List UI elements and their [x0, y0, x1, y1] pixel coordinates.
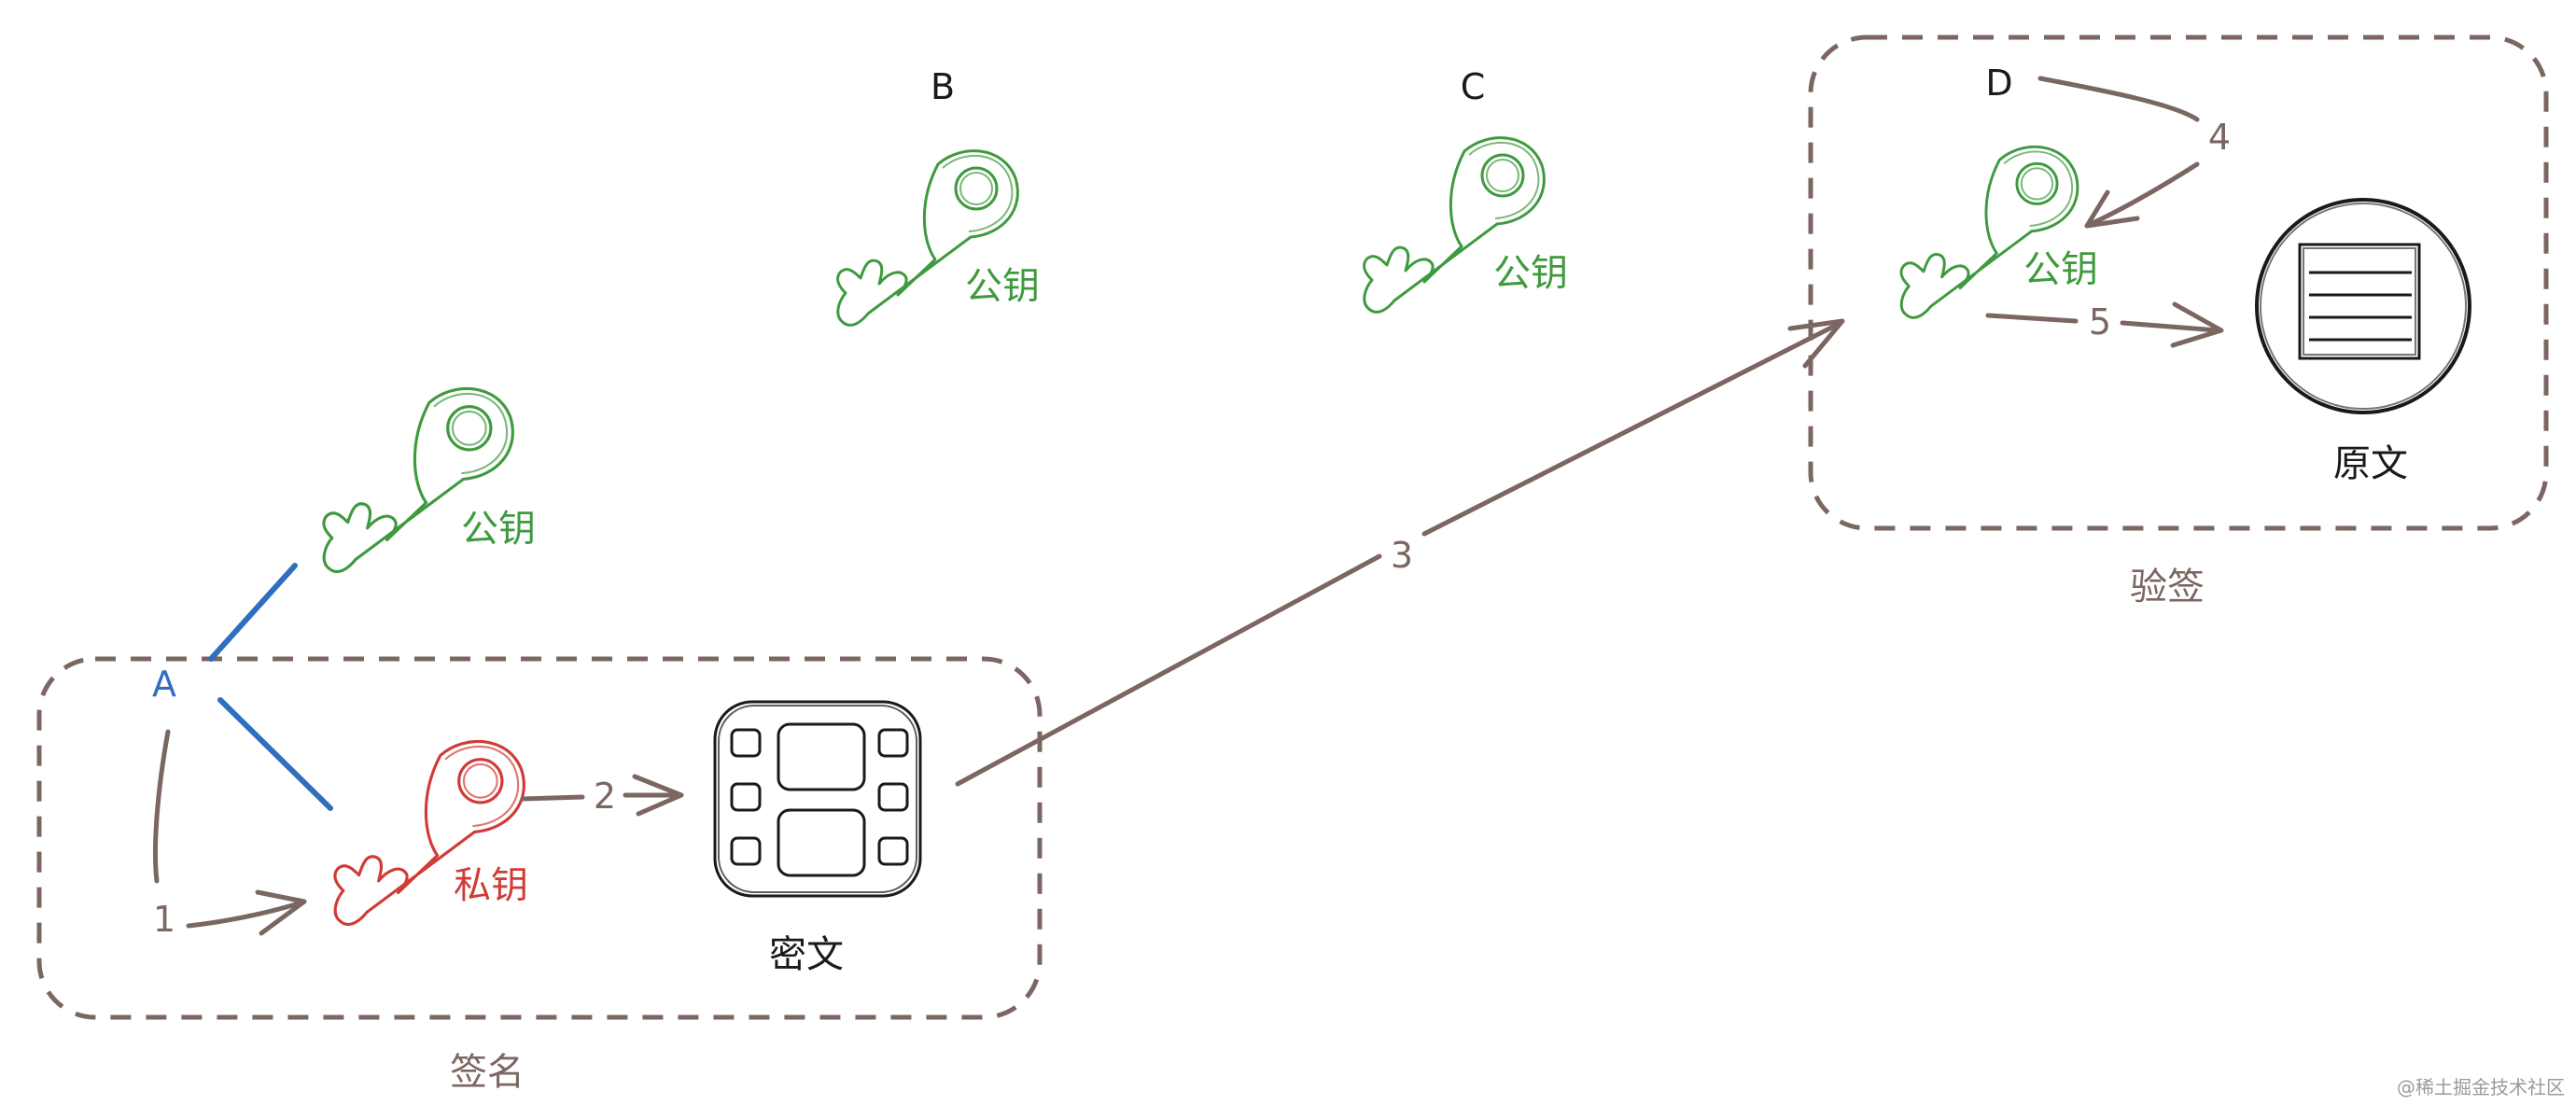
step-5-arrow-left: [1985, 313, 2079, 324]
step-1-arrow: [153, 729, 171, 884]
a-to-public-key-line: [208, 563, 298, 662]
a-public-key-label: 公钥: [461, 508, 536, 551]
sign-group-label: 签名: [450, 1051, 525, 1094]
c-public-key-label: 公钥: [1493, 252, 1568, 295]
step-3-label: 3: [1391, 535, 1413, 576]
step-4-arrowhead: [2084, 189, 2140, 229]
ciphertext-label: 密文: [769, 933, 844, 976]
step-2-arrowhead: [632, 774, 684, 817]
d-public-key-icon: [1899, 145, 2079, 319]
sign-group-box: [36, 656, 1043, 1020]
node-a-label: A: [152, 664, 176, 705]
plaintext-label: 原文: [2333, 442, 2408, 485]
node-d-label: D: [1985, 63, 2012, 104]
plaintext-document-icon: [2255, 198, 2471, 414]
step-2-arrow-left: [520, 794, 585, 802]
d-public-key-label: 公钥: [2023, 248, 2098, 291]
step-2-label: 2: [594, 776, 616, 817]
b-public-key-label: 公钥: [965, 265, 1040, 308]
node-b-label: B: [931, 66, 955, 107]
step-1-arrowhead: [255, 889, 307, 936]
verify-group-box: [1808, 35, 2549, 531]
watermark: @稀土掘金技术社区: [2397, 1076, 2565, 1098]
step-1-label: 1: [153, 899, 175, 940]
step-3-arrow-upper: [1421, 320, 1843, 537]
step-4-arrow-lower: [2088, 161, 2200, 227]
step-3-arrow-lower: [955, 553, 1382, 787]
step-3-arrowhead: [1787, 318, 1845, 369]
a-private-key-label: 私钥: [454, 864, 528, 907]
step-5-label: 5: [2089, 301, 2111, 343]
step-4-label: 4: [2208, 117, 2231, 158]
step-5-arrowhead: [2170, 301, 2224, 348]
step-1-arrow-tail: [186, 899, 307, 929]
ciphertext-film-icon: [713, 700, 922, 898]
node-c-label: C: [1461, 66, 1486, 107]
verify-group-label: 验签: [2130, 566, 2205, 608]
step-4-arrow-upper: [2037, 76, 2200, 122]
a-to-private-key-line: [217, 697, 333, 811]
step-5-arrow-right: [2120, 320, 2220, 333]
